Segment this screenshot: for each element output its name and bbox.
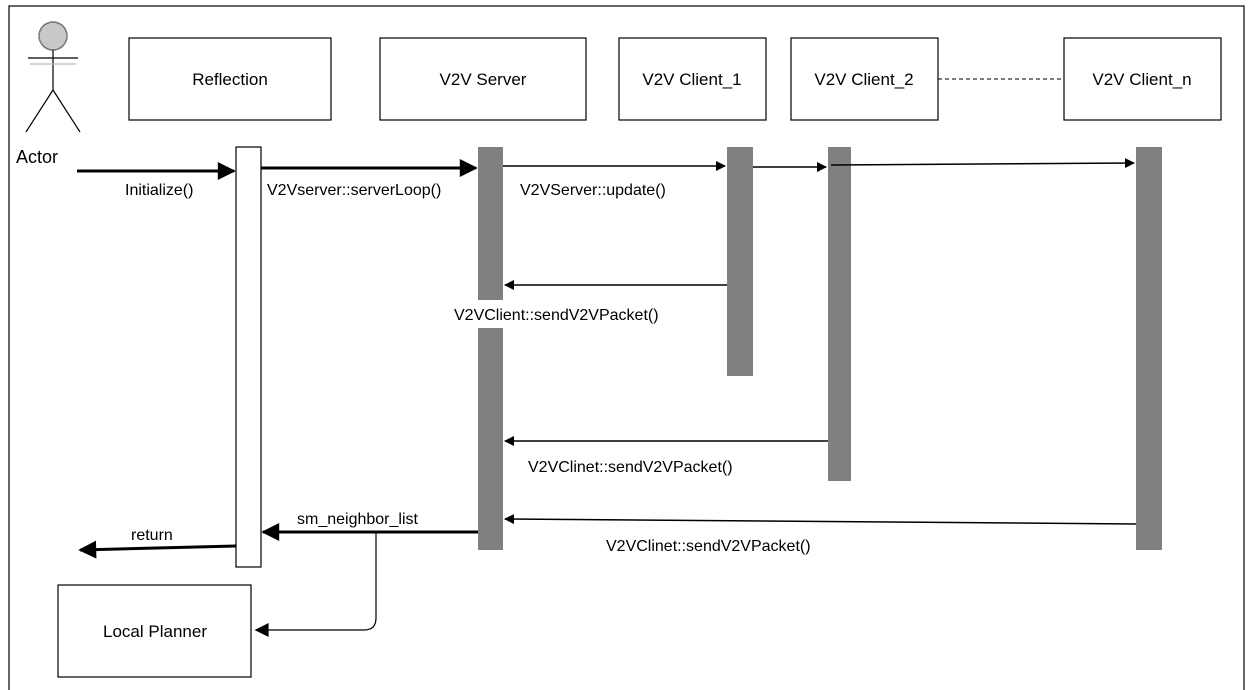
local-planner-label: Local Planner <box>103 622 207 641</box>
activation-v2v-client-n <box>1136 147 1162 550</box>
actor-label: Actor <box>16 147 58 167</box>
actor-icon <box>25 21 81 133</box>
activation-v2v-client-2 <box>828 147 851 481</box>
participant-v2v-server: V2V Server <box>379 37 587 121</box>
message-label-server-loop: V2Vserver::serverLoop() <box>267 182 441 199</box>
message-label-client2-send: V2VClinet::sendV2VPacket() <box>528 459 733 476</box>
activation-reflection <box>235 146 262 568</box>
message-label-return: return <box>131 527 173 544</box>
message-label-clientn-send: V2VClinet::sendV2VPacket() <box>606 538 811 555</box>
participant-reflection: Reflection <box>128 37 332 121</box>
local-planner-box: Local Planner <box>57 584 252 678</box>
participant-label: Reflection <box>192 70 268 89</box>
participant-v2v-client-1: V2V Client_1 <box>618 37 767 121</box>
message-arrow-local-planner <box>254 532 377 637</box>
activation-v2v-server-lower <box>478 328 503 550</box>
participant-label: V2V Server <box>440 70 527 89</box>
message-label-initialize: Initialize() <box>125 182 193 199</box>
participant-v2v-client-n: V2V Client_n <box>1063 37 1222 121</box>
message-label-server-update: V2VServer::update() <box>520 182 666 199</box>
message-arrow-return <box>78 540 237 559</box>
activation-v2v-server-upper <box>478 147 503 300</box>
participant-label: V2V Client_1 <box>642 70 741 89</box>
activation-v2v-client-1 <box>727 147 753 376</box>
message-arrow-clientn-send <box>504 514 1137 525</box>
participant-label: V2V Client_n <box>1092 70 1191 89</box>
message-arrow-server-update-client-n <box>830 158 1135 169</box>
message-label-neighbor-list: sm_neighbor_list <box>297 511 419 528</box>
message-label-client1-send: V2VClient::sendV2VPacket() <box>454 307 659 324</box>
participant-label: V2V Client_2 <box>814 70 913 89</box>
participant-v2v-client-2: V2V Client_2 <box>790 37 939 121</box>
diagram-frame <box>8 5 1245 690</box>
